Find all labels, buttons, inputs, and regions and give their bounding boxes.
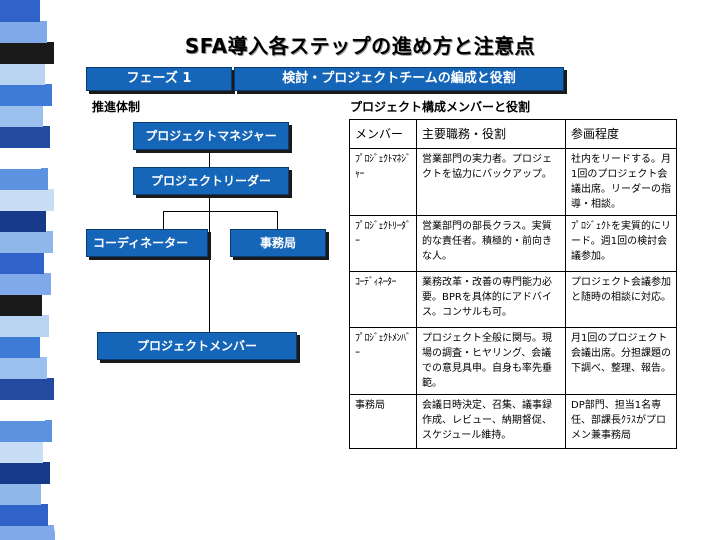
cell-member: ﾌﾟﾛｼﾞｪｸﾄﾏﾈｼﾞｬｰ [349,148,417,216]
cell-involvement: DP部門、担当1名専任、部課長ｸﾗｽがプロメン兼事務局 [565,394,677,449]
stripe-edge [54,0,64,540]
cell-role: 営業部門の部長クラス。実質的な責任者。積極的・前向きな人。 [416,215,566,272]
table-row: 事務局 会議日時決定、召集、議事録作成、レビュー、納期督促、スケジュール維持。 … [349,394,677,449]
table-row: ｺｰﾃﾞｨﾈｰﾀｰ 業務改革・改善の専門能力必要。BPRを具体的にアドバイス。コ… [349,271,677,328]
stripe-segment [0,462,50,484]
phase-bar: フェーズ 1 [86,67,232,91]
stripe-segment [0,63,45,85]
page-title: SFA導入各ステップの進め方と注意点 [184,34,536,58]
stripe-segment [0,252,44,274]
stripe-segment [0,294,42,316]
cell-involvement: プロジェクト会議参加と随時の相談に対応。 [565,271,677,328]
org-box-coordinator: コーディネーター [86,229,208,257]
cell-involvement: ﾌﾟﾛｼﾞｪｸﾄを実質的にリード。週1回の検討会議参加。 [565,215,677,272]
table-header-row: メンバー 主要職務・役割 参画程度 [349,119,677,149]
org-box-project-member: プロジェクトメンバー [97,332,297,360]
stripe-segment [0,147,41,169]
cell-role: 営業部門の実力者。プロジェクトを協力にバックアップ。 [416,148,566,216]
connector-line [277,211,278,229]
stripe-segment [0,483,41,505]
decorative-stripe [0,0,64,540]
cell-involvement: 月1回のプロジェクト会議出席。分担課題の下調べ、整理、報告。 [565,327,677,395]
org-box-project-leader: プロジェクトリーダー [133,167,289,195]
table-row: ﾌﾟﾛｼﾞｪｸﾄﾏﾈｼﾞｬｰ 営業部門の実力者。プロジェクトを協力にバックアップ… [349,148,677,216]
cell-member: 事務局 [349,394,417,449]
org-section-label: 推進体制 [92,100,141,114]
stripe-segment [0,273,51,295]
cell-member: ﾌﾟﾛｼﾞｪｸﾄﾒﾝﾊﾞｰ [349,327,417,395]
cell-member: ﾌﾟﾛｼﾞｪｸﾄﾘｰﾀﾞｰ [349,215,417,272]
stripe-segment [0,315,49,337]
topic-bar: 検討・プロジェクトチームの編成と役割 [234,67,564,91]
cell-role: プロジェクト全般に関与。現場の調査・ヒヤリング、会議での意見具申。自身も率先垂範… [416,327,566,395]
stripe-segment [0,441,43,463]
stripe-segment [0,378,54,400]
stripe-segment [0,126,50,148]
header-involvement: 参画程度 [565,119,677,149]
stripe-segment [0,105,43,127]
connector-line [163,211,277,212]
stripe-segment [0,231,53,253]
stripe-segment [0,336,40,358]
table-row: ﾌﾟﾛｼﾞｪｸﾄﾘｰﾀﾞｰ 営業部門の部長クラス。実質的な責任者。積極的・前向き… [349,215,677,272]
cell-role: 業務改革・改善の専門能力必要。BPRを具体的にアドバイス。コンサルも可。 [416,271,566,328]
cell-involvement: 社内をリードする。月1回のプロジェクト会議出席。リーダーの指導・相談。 [565,148,677,216]
connector-line [209,193,210,332]
stripe-segment [0,84,52,106]
header-role: 主要職務・役割 [416,119,566,149]
org-box-office: 事務局 [230,229,326,257]
connector-line [209,148,210,167]
header-member: メンバー [349,119,417,149]
stripe-segment [0,525,55,540]
stripe-segment [0,168,48,190]
stripe-segment [0,0,40,22]
table-row: ﾌﾟﾛｼﾞｪｸﾄﾒﾝﾊﾞｰ プロジェクト全般に関与。現場の調査・ヒヤリング、会議… [349,327,677,395]
cell-role: 会議日時決定、召集、議事録作成、レビュー、納期督促、スケジュール維持。 [416,394,566,449]
roles-table: メンバー 主要職務・役割 参画程度 ﾌﾟﾛｼﾞｪｸﾄﾏﾈｼﾞｬｰ 営業部門の実力… [349,119,677,449]
stripe-segment [0,504,48,526]
stripe-segment [0,21,47,43]
stripe-segment [0,210,46,232]
stripe-segment [0,399,45,421]
cell-member: ｺｰﾃﾞｨﾈｰﾀｰ [349,271,417,328]
table-section-label: プロジェクト構成メンバーと役割 [350,100,531,114]
stripe-segment [0,420,52,442]
org-box-project-manager: プロジェクトマネジャー [133,122,289,150]
stripe-segment [0,357,47,379]
stripe-segment [0,189,55,211]
stripe-segment [0,42,54,64]
connector-line [163,211,164,229]
